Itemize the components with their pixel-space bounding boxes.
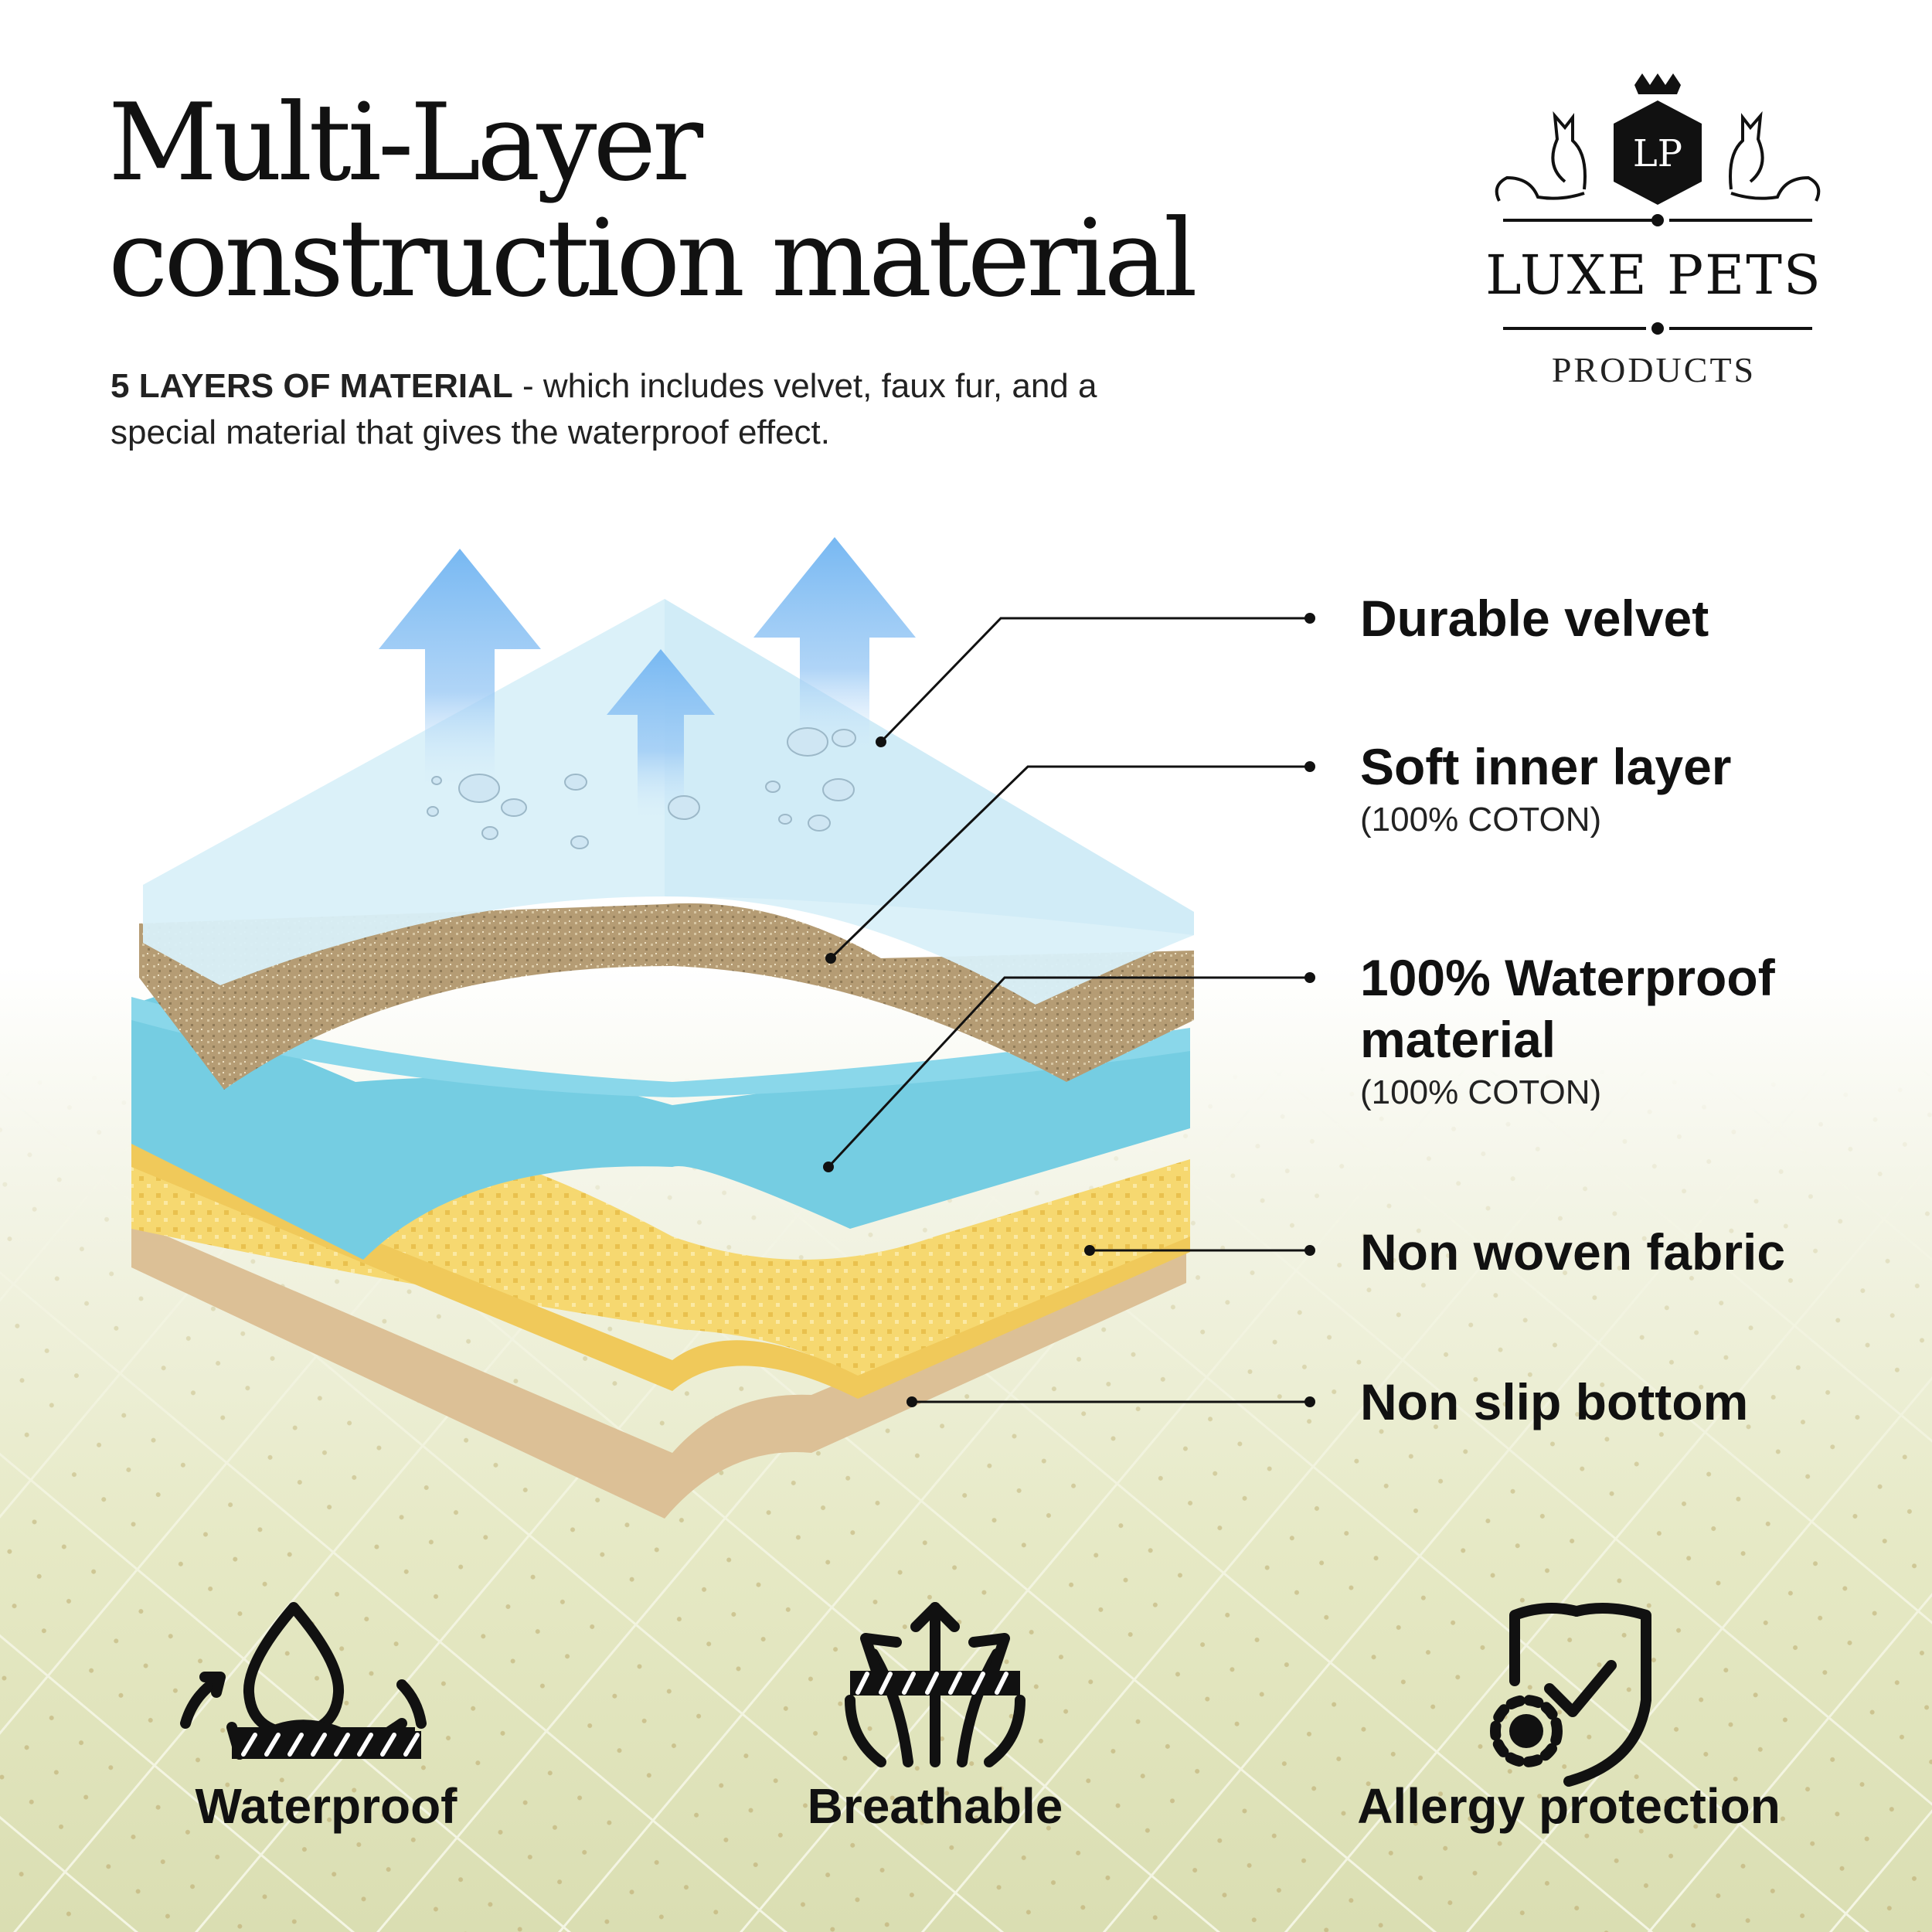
layer-label-nonwoven: Non woven fabric: [1360, 1221, 1785, 1283]
cat-silhouettes-icon: [1495, 111, 1821, 202]
layer-label-inner: Soft inner layer (100% COTON): [1360, 736, 1731, 842]
layer-note: (100% COTON): [1360, 1073, 1602, 1111]
logo-ornament: [1503, 214, 1812, 335]
layer-title: 100% Waterproof material: [1360, 949, 1775, 1068]
brand-name: LUXE PETS: [1485, 243, 1822, 307]
breathable-arrows-icon: [845, 1602, 1026, 1767]
crown-icon: [1634, 73, 1681, 94]
shield-check-icon: [1490, 1603, 1651, 1787]
monogram-text: LP: [1633, 132, 1682, 175]
layer-title: Non slip bottom: [1360, 1373, 1749, 1430]
title-line-2: construction material: [108, 196, 1198, 321]
title-line-1: Multi-Layer: [108, 80, 703, 205]
layer-note: (100% COTON): [1360, 801, 1602, 838]
water-drop-icon: [180, 1602, 427, 1760]
layer-title: Non woven fabric: [1360, 1223, 1786, 1281]
brand-tagline: PRODUCTS: [1551, 350, 1757, 389]
subtitle-strong: 5 LAYERS OF MATERIAL: [111, 367, 513, 405]
water-droplets: [427, 727, 856, 849]
feature-breathable-label: Breathable: [807, 1778, 1063, 1834]
monogram-hexagon: [1614, 100, 1702, 205]
layer-title: Soft inner layer: [1360, 738, 1732, 795]
leader-lines: [827, 617, 1310, 1403]
logo-emblem: LP: [1495, 73, 1821, 205]
subtitle: 5 LAYERS OF MATERIAL - which includes ve…: [111, 363, 1192, 456]
waterproof-layer: [131, 997, 1190, 1260]
breathability-arrows: [379, 537, 916, 819]
brand-logo: LP LUXE PETS PRODUCTS: [1484, 70, 1824, 402]
feature-waterproof-label: Waterproof: [195, 1778, 457, 1834]
layer-title: Durable velvet: [1360, 590, 1709, 647]
feature-allergy-label: Allergy protection: [1357, 1778, 1781, 1834]
page-title: Multi-Layer construction material: [108, 85, 1345, 317]
layer-label-waterproof: 100% Waterproof material (100% COTON): [1360, 947, 1917, 1115]
inner-layer: [139, 903, 1194, 1090]
layer-label-bottom: Non slip bottom: [1360, 1371, 1748, 1433]
leader-dots: [823, 613, 1315, 1407]
subtitle-rest: - which includes velvet, faux fur, and a…: [111, 367, 1097, 451]
layer-label-velvet: Durable velvet: [1360, 587, 1709, 649]
